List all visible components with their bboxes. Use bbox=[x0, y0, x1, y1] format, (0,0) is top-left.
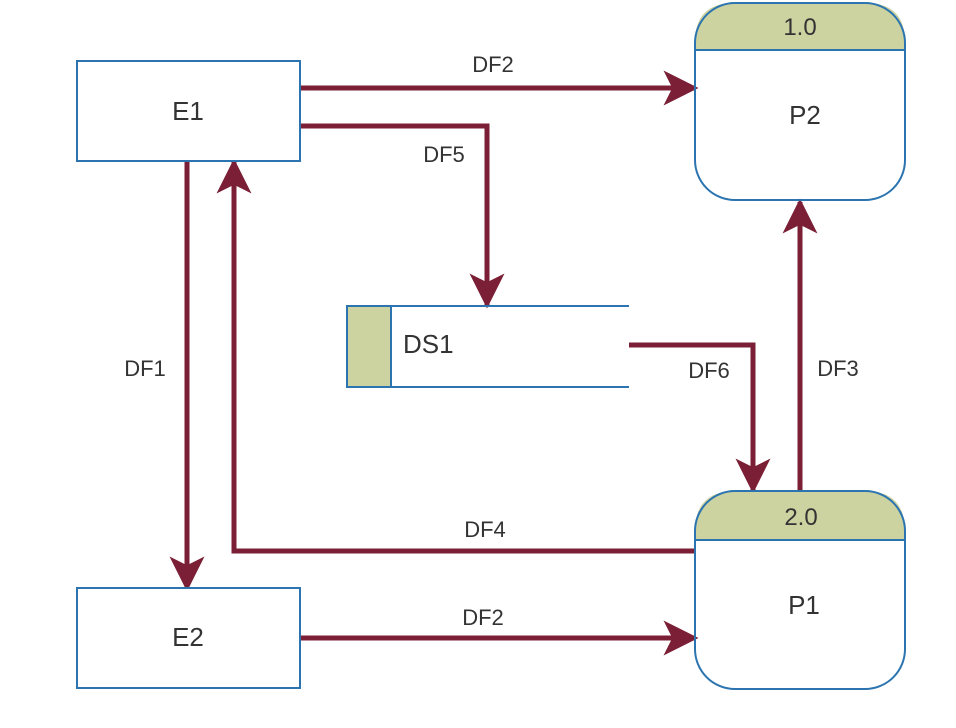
flow-ds1-to-p1: DF6 bbox=[629, 342, 771, 494]
process-p2-header bbox=[695, 3, 905, 50]
process-p1-box bbox=[694, 490, 906, 690]
flow-p1-to-p2: DF3 bbox=[782, 198, 859, 490]
process-p2[interactable]: 1.0 P2 bbox=[694, 2, 906, 201]
data-store-ds1-outline bbox=[346, 305, 629, 388]
flow-e2-to-p1-label: DF2 bbox=[462, 605, 504, 630]
flow-e1-to-p2-label: DF2 bbox=[472, 52, 514, 77]
flow-ds1-to-p1-label: DF6 bbox=[688, 358, 730, 383]
process-p2-id: 1.0 bbox=[783, 14, 816, 41]
flow-p1-to-e1: DF4 bbox=[216, 158, 695, 554]
entity-e1-label: E1 bbox=[172, 96, 204, 126]
process-p2-name: P2 bbox=[789, 100, 821, 130]
process-p1-name: P1 bbox=[788, 590, 820, 620]
flow-e1-to-ds1: DF5 bbox=[301, 123, 505, 309]
flow-p1-to-p2-label: DF3 bbox=[817, 356, 859, 381]
data-store-ds1[interactable]: DS1 bbox=[346, 305, 629, 388]
flow-e1-to-ds1-line bbox=[301, 123, 505, 309]
entity-e1-box bbox=[76, 60, 301, 162]
data-store-ds1-tab bbox=[347, 306, 391, 387]
flow-p1-to-e1-label: DF4 bbox=[464, 517, 506, 542]
flow-e1-to-e2-label: DF1 bbox=[124, 356, 166, 381]
flow-e1-to-e2: DF1 bbox=[124, 162, 205, 592]
entity-e2[interactable]: E2 bbox=[76, 587, 301, 689]
entity-e2-box bbox=[76, 587, 301, 689]
process-p2-box bbox=[694, 2, 906, 201]
entity-e1[interactable]: E1 bbox=[76, 60, 301, 162]
flow-e2-to-p1: DF2 bbox=[301, 605, 699, 656]
process-p1[interactable]: 2.0 P1 bbox=[694, 490, 906, 690]
entity-e2-label: E2 bbox=[172, 622, 204, 652]
flow-p1-to-e1-line bbox=[216, 158, 695, 554]
data-store-ds1-label: DS1 bbox=[403, 329, 454, 359]
flow-e1-to-ds1-label: DF5 bbox=[423, 142, 465, 167]
flow-ds1-to-p1-line bbox=[629, 342, 771, 494]
process-p1-id: 2.0 bbox=[784, 504, 817, 531]
process-p1-header bbox=[695, 491, 905, 540]
flow-e1-to-p2: DF2 bbox=[301, 52, 699, 106]
